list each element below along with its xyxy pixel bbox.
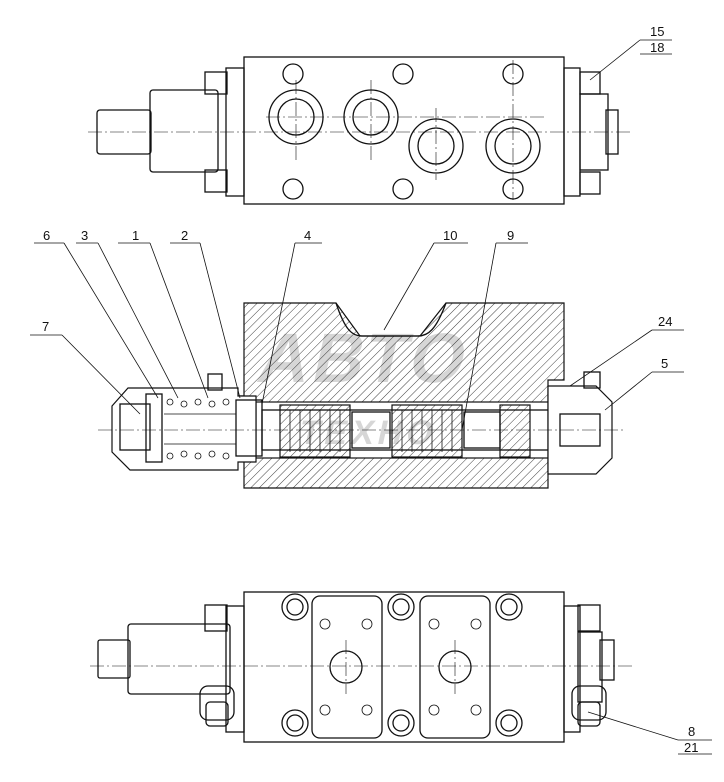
bottom-solenoid-body <box>127 623 231 695</box>
callout-5: 5 <box>661 356 669 371</box>
watermark-line1: АВТО <box>251 319 479 397</box>
bottom-nut-upper-left <box>204 604 228 632</box>
top-main-block <box>243 56 565 205</box>
section-left-cap <box>111 387 257 471</box>
bottom-pad-right <box>419 595 491 739</box>
section-left-springs <box>164 398 236 460</box>
bottom-right-plug <box>599 639 615 681</box>
bottom-fitting-left <box>199 685 235 721</box>
bottom-solenoid-cap <box>97 639 131 679</box>
callout-7: 7 <box>42 319 50 334</box>
callout-10: 10 <box>443 228 458 243</box>
callout-6: 6 <box>43 228 51 243</box>
bottom-view <box>90 591 632 743</box>
section-right-cap <box>547 385 613 475</box>
top-nut-lower-left <box>204 169 228 193</box>
bottom-right-flange <box>563 605 581 733</box>
callout-3: 3 <box>81 228 89 243</box>
top-nut-upper-right <box>579 71 601 95</box>
bottom-pad-left <box>311 595 383 739</box>
bottom-right-cap <box>577 631 603 703</box>
watermark-line2: ТЕХНО <box>296 414 442 452</box>
callout-24: 24 <box>658 314 673 329</box>
top-ports <box>268 89 541 174</box>
callout-18: 18 <box>650 40 665 55</box>
callout-2: 2 <box>181 228 189 243</box>
leader-lines <box>30 39 712 755</box>
callout-1: 1 <box>132 228 140 243</box>
callout-21: 21 <box>684 740 699 755</box>
bottom-small-holes <box>319 618 482 716</box>
bottom-fitting-right <box>571 685 607 721</box>
top-solenoid-body <box>149 89 219 173</box>
callout-9: 9 <box>507 228 515 243</box>
bottom-nut-upper-right <box>577 604 601 632</box>
top-nut-lower-right <box>579 171 601 195</box>
bottom-bolt-heads <box>281 593 523 737</box>
section-view <box>98 302 625 489</box>
callout-8: 8 <box>688 724 696 739</box>
section-spool <box>261 404 563 458</box>
top-view <box>88 56 632 205</box>
callout-4: 4 <box>304 228 312 243</box>
top-nut-upper-left <box>204 71 228 95</box>
callout-15: 15 <box>650 24 665 39</box>
